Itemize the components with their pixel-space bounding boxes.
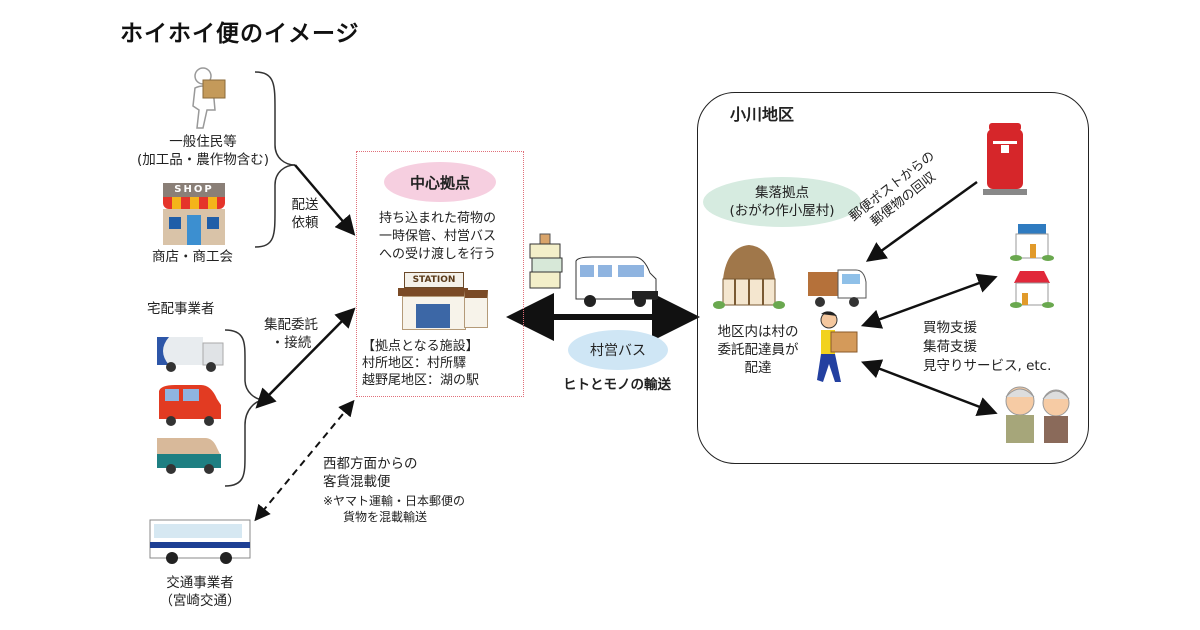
central-hub-title: 中心拠点 xyxy=(409,173,470,192)
resident-carrying-box-icon xyxy=(192,67,226,129)
arrow-mail-collection xyxy=(865,180,978,262)
station-building-icon: STATION xyxy=(398,272,490,330)
hub-facilities: 【拠点となる施設】 村所地区：村所驛 越野尾地区：湖の駅 xyxy=(362,339,480,388)
mixed-cargo-label: 西都方面からの 客貨混載便 ※ヤマト運輸・日本郵便の 貨物を混載輸送 xyxy=(323,456,466,524)
delivery-worker-icon xyxy=(817,311,858,382)
central-hub-title-ellipse: 中心拠点 xyxy=(384,162,496,202)
arrow-consignment xyxy=(255,307,356,409)
house-blue-icon xyxy=(1010,224,1054,261)
transit-operator-label: 交通事業者 （宮崎交通） xyxy=(159,575,241,609)
delivery-van-icon xyxy=(157,438,221,474)
brace-couriers-bottom xyxy=(224,399,266,487)
central-hub-description: 持ち込まれた荷物の 一時保管、村営バス への受け渡しを行う xyxy=(379,211,497,262)
delivery-request-label: 配送 依頼 xyxy=(291,197,319,231)
house-red-icon xyxy=(1010,271,1054,308)
central-hub-box xyxy=(356,151,524,397)
cargo-boxes-icon xyxy=(529,233,563,289)
village-hub-ellipse: 集落拠点 (おがわ作小屋村) xyxy=(703,177,861,227)
village-bus-label: 村営バス xyxy=(590,343,646,359)
residents-label: 一般住民等 (加工品・農作物含む) xyxy=(136,134,270,168)
consignment-label: 集配委託 ・接続 xyxy=(264,317,318,351)
small-delivery-truck-icon xyxy=(808,269,867,307)
in-district-delivery-label: 地区内は村の 委託配達員が 配達 xyxy=(717,324,799,376)
courier-truck-icon xyxy=(157,337,224,372)
thatched-hut-icon xyxy=(713,245,785,309)
arrow-services-elderly xyxy=(860,359,998,416)
people-and-goods-caption: ヒトとモノの輸送 xyxy=(563,377,671,393)
support-services-list: 買物支援 集荷支援 見守りサービス, etc. xyxy=(923,320,1052,374)
district-title: 小川地区 xyxy=(730,105,795,124)
village-bus-ellipse: 村営バス xyxy=(568,330,668,370)
elderly-couple-icon xyxy=(1005,386,1070,443)
page-title: ホイホイ便のイメージ xyxy=(120,21,360,47)
postbox-icon xyxy=(983,123,1027,195)
post-van-icon xyxy=(159,385,221,426)
arrow-services-houses xyxy=(860,273,998,329)
couriers-label: 宅配事業者 xyxy=(147,301,215,317)
transit-bus-icon xyxy=(149,519,251,564)
arrow-delivery-request xyxy=(294,164,356,236)
village-bus-van-icon xyxy=(575,256,658,307)
ogawa-district-box xyxy=(697,92,1089,464)
shop-label: 商店・商工会 xyxy=(152,249,233,265)
brace-residents xyxy=(254,71,296,166)
brace-shop xyxy=(254,164,296,248)
shop-icon: SHOP xyxy=(163,183,225,245)
